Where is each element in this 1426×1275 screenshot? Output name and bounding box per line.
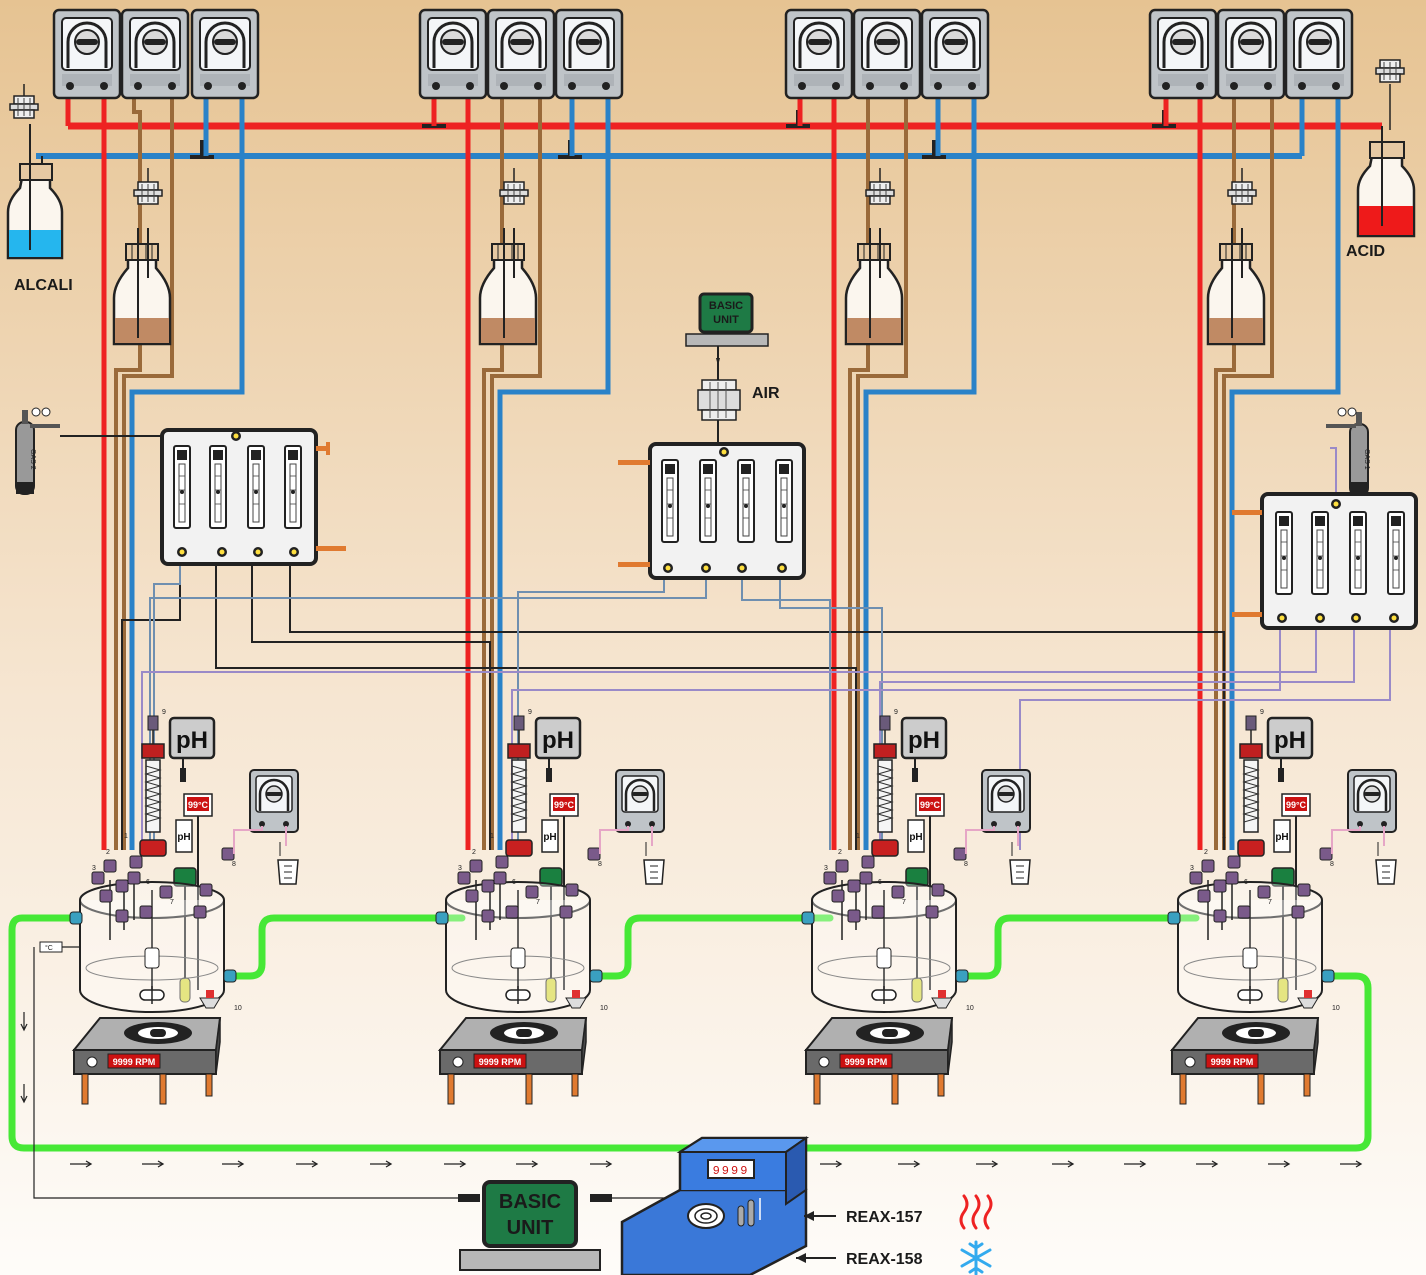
pump-group-2 (420, 10, 622, 98)
temperature-display: 99°C (1286, 800, 1307, 810)
port-number: 3 (824, 865, 828, 872)
peristaltic-pump-icon (488, 10, 554, 98)
port-number: 9 (528, 709, 532, 716)
port-number: 1 (124, 833, 128, 840)
port-number: 6 (878, 879, 882, 886)
port-number: 6 (146, 879, 150, 886)
alcali-label: ALCALI (14, 277, 73, 294)
port-number: 2 (1204, 849, 1208, 856)
filter-icon (1376, 60, 1404, 82)
ph-probe-label: pH (1275, 832, 1288, 843)
filter-icon (10, 96, 38, 118)
ph-controller-label: pH (176, 727, 208, 754)
port-number: 7 (536, 899, 540, 906)
temperature-display: 99°C (188, 800, 209, 810)
chiller-display: 9999 (713, 1164, 750, 1178)
port-number: 1 (856, 833, 860, 840)
port-number: 9 (1260, 709, 1264, 716)
stirrer-rpm-display: 9999 RPM (113, 1057, 156, 1067)
peristaltic-pump-icon (192, 10, 258, 98)
port-number: 1 (1222, 833, 1226, 840)
port-number: 8 (1330, 861, 1334, 868)
acid-label: ACID (1346, 243, 1385, 260)
port-number: 8 (598, 861, 602, 868)
port-number: 2 (472, 849, 476, 856)
pump-group-1 (54, 10, 258, 98)
port-number: 10 (600, 1005, 608, 1012)
peristaltic-pump-icon (122, 10, 188, 98)
stirrer-rpm-display: 9999 RPM (845, 1057, 888, 1067)
port-number: 7 (1268, 899, 1272, 906)
filter-icon (134, 182, 162, 204)
basic-unit-small-line2: UNIT (713, 314, 739, 326)
ph-controller-label: pH (542, 727, 574, 754)
peristaltic-pump-icon (786, 10, 852, 98)
port-number: 10 (1332, 1005, 1340, 1012)
temperature-display: 99°C (920, 800, 941, 810)
temperature-display: 99°C (554, 800, 575, 810)
port-number: 3 (458, 865, 462, 872)
stirrer-rpm-display: 9999 RPM (479, 1057, 522, 1067)
filter-icon (866, 182, 894, 204)
port-number: 2 (838, 849, 842, 856)
reax157-label: REAX-157 (846, 1209, 923, 1226)
pump-group-4 (1150, 10, 1352, 98)
port-number: 3 (92, 865, 96, 872)
filter-icon (1228, 182, 1256, 204)
basic-unit-large-line1: BASIC (499, 1191, 561, 1213)
ph-controller-label: pH (1274, 727, 1306, 754)
peristaltic-pump-icon (922, 10, 988, 98)
peristaltic-pump-icon (854, 10, 920, 98)
peristaltic-pump-icon (420, 10, 486, 98)
port-number: 7 (170, 899, 174, 906)
reax158-label: REAX-158 (846, 1251, 923, 1268)
peristaltic-pump-icon (1286, 10, 1352, 98)
peristaltic-pump-icon (1218, 10, 1284, 98)
port-number: 8 (232, 861, 236, 868)
peristaltic-pump-icon (1150, 10, 1216, 98)
ph-probe-label: pH (177, 832, 190, 843)
port-number: 8 (964, 861, 968, 868)
gas1-label: GAS 1 (1363, 449, 1370, 470)
gas2-label: GAS 2 (29, 449, 36, 470)
basic-unit-small-line1: BASIC (709, 300, 743, 312)
port-number: 10 (966, 1005, 974, 1012)
ph-controller-label: pH (908, 727, 940, 754)
port-number: 6 (1244, 879, 1248, 886)
port-number: 6 (512, 879, 516, 886)
port-number: 3 (1190, 865, 1194, 872)
air-label: AIR (752, 385, 780, 402)
basic-unit-large-line2: UNIT (507, 1217, 554, 1239)
ph-probe-label: pH (909, 832, 922, 843)
port-number: 1 (490, 833, 494, 840)
peristaltic-pump-icon (54, 10, 120, 98)
port-number: 9 (162, 709, 166, 716)
thermo-label: °C (45, 944, 53, 952)
air-filter-icon (698, 380, 740, 420)
peristaltic-pump-icon (556, 10, 622, 98)
port-number: 2 (106, 849, 110, 856)
filter-icon (500, 182, 528, 204)
pump-group-3 (786, 10, 988, 98)
ph-probe-label: pH (543, 832, 556, 843)
port-number: 10 (234, 1005, 242, 1012)
port-number: 9 (894, 709, 898, 716)
stirrer-rpm-display: 9999 RPM (1211, 1057, 1254, 1067)
port-number: 7 (902, 899, 906, 906)
